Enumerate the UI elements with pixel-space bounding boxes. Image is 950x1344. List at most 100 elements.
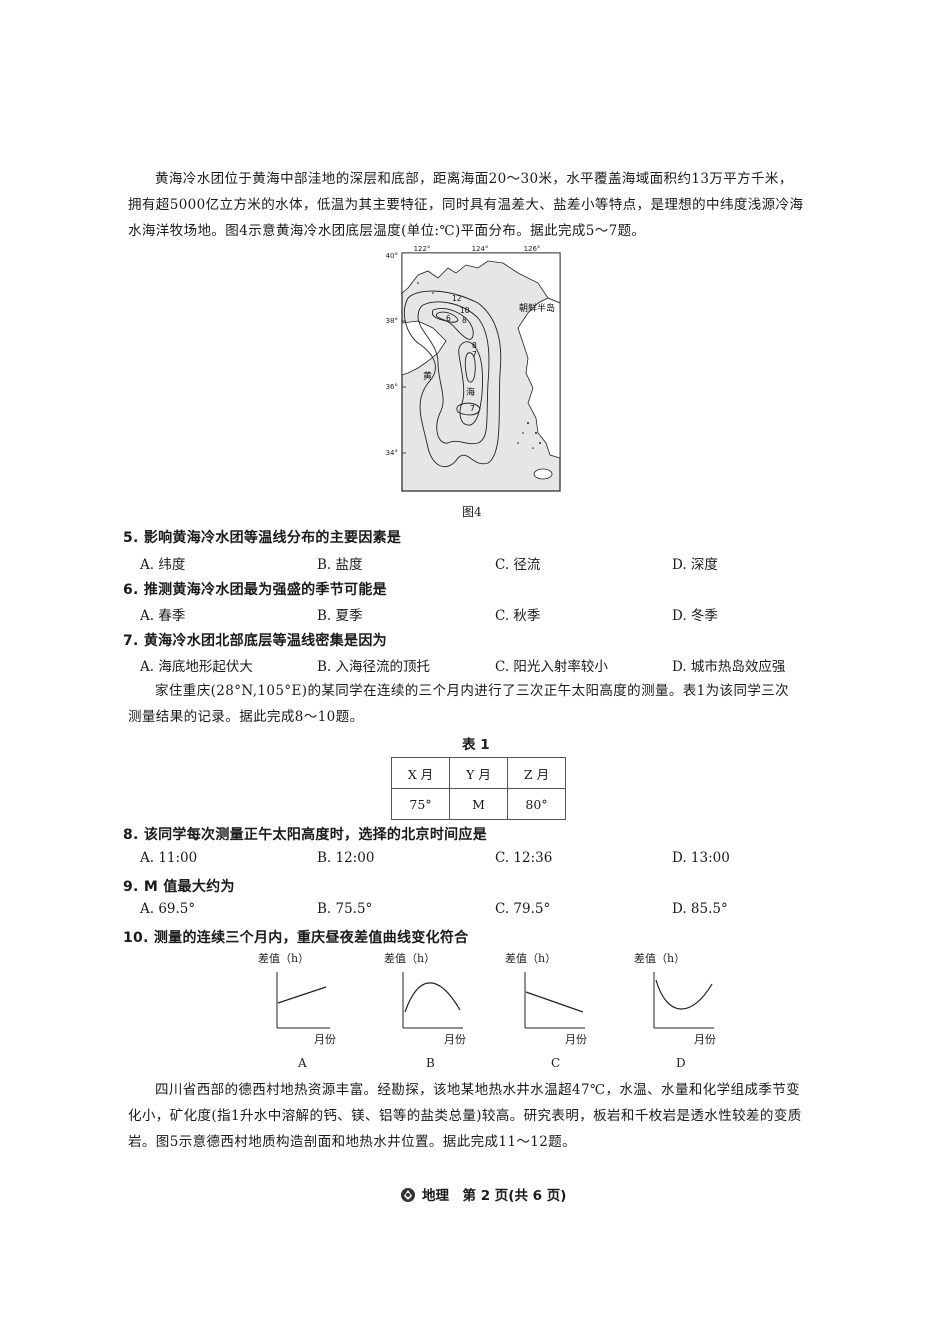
- q8-option-c[interactable]: C. 12:36: [495, 850, 553, 866]
- intro-paragraph-1: 黄海冷水团位于黄海中部洼地的深层和底部，距离海面20～30米，水平覆盖海域面积约…: [128, 166, 828, 244]
- intro3-line-2: 化小，矿化度(指1升水中溶解的钙、镁、铝等的盐类总量)较高。研究表明，板岩和千枚…: [128, 1108, 802, 1124]
- lat-label-38: 38°: [386, 317, 398, 325]
- lon-label-122: 122°: [414, 245, 431, 253]
- isotherm-7b: [456, 402, 481, 416]
- isotherm-label-6: 6: [446, 314, 451, 323]
- graph-c-xlabel: 月份: [565, 1033, 587, 1046]
- table-value-x: 75°: [391, 788, 450, 820]
- q6-option-b[interactable]: B. 夏季: [317, 608, 363, 624]
- q9-option-c[interactable]: C. 79.5°: [495, 901, 551, 917]
- region-label-korea: 朝鲜半岛: [519, 302, 555, 314]
- table-header-y: Y 月: [449, 757, 508, 789]
- table-value-y: M: [449, 788, 508, 820]
- q5-option-b[interactable]: B. 盐度: [317, 557, 363, 573]
- isotherm-10: [417, 301, 490, 445]
- q7-option-b[interactable]: B. 入海径流的顶托: [317, 659, 431, 675]
- graph-a-xlabel: 月份: [314, 1033, 336, 1046]
- q6-option-a[interactable]: A. 春季: [140, 608, 186, 624]
- question-6-options: A. 春季 B. 夏季 C. 秋季 D. 冬季: [140, 604, 840, 626]
- table-1: X 月 Y 月 Z 月 75° M 80°: [391, 757, 566, 820]
- graph-a-ylabel: 差值（h）: [258, 951, 309, 965]
- q7-option-d[interactable]: D. 城市热岛效应强: [672, 659, 786, 675]
- page-footer: 地理 第 2 页(共 6 页): [400, 1184, 566, 1204]
- isotherm-label-7b: 7: [470, 404, 475, 413]
- jeju-island: [533, 468, 553, 480]
- graph-c[interactable]: 差值（h） 月份 C: [503, 950, 633, 1080]
- table-header-z: Z 月: [507, 757, 566, 789]
- question-8-options: A. 11:00 B. 12:00 C. 12:36 D. 13:00: [140, 850, 840, 872]
- lat-label-36: 36°: [386, 383, 398, 391]
- figure-4-caption: 图4: [462, 505, 482, 519]
- isotherm-6: [435, 311, 459, 323]
- footer-text: 地理 第 2 页(共 6 页): [422, 1188, 567, 1204]
- question-5-options: A. 纬度 B. 盐度 C. 径流 D. 深度: [140, 553, 840, 575]
- isotherm-label-12: 12: [452, 294, 462, 303]
- graph-d-ylabel: 差值（h）: [634, 951, 685, 965]
- graph-d-letter: D: [676, 1056, 686, 1070]
- table-1-title: 表 1: [462, 737, 490, 753]
- graph-b[interactable]: 差值（h） 月份 B: [378, 950, 508, 1080]
- intro1-line-2: 拥有超5000亿立方米的水体，低温为其主要特征，同时具有温差大、盐差小等特点，是…: [128, 197, 804, 213]
- isotherm-8b: [458, 341, 483, 426]
- isotherm-label-10: 10: [460, 306, 470, 315]
- q6-option-d[interactable]: D. 冬季: [672, 608, 718, 624]
- q5-option-d[interactable]: D. 深度: [672, 557, 718, 573]
- lat-label-34: 34°: [386, 449, 398, 457]
- lon-label-126: 126°: [524, 245, 541, 253]
- sea-label-hai: 海: [466, 386, 475, 398]
- intro-paragraph-3: 四川省西部的德西村地热资源丰富。经勘探，该地某地热水井水温超47℃，水温、水量和…: [128, 1077, 828, 1155]
- isotherm-7a: [464, 352, 476, 383]
- q8-option-b[interactable]: B. 12:00: [317, 850, 375, 866]
- isotherm-8: [431, 308, 474, 340]
- graph-d-curve: [655, 979, 713, 1010]
- question-8-stem: 8. 该同学每次测量正午太阳高度时，选择的北京时间应是: [123, 827, 488, 843]
- sea-label-huang: 黄: [423, 370, 432, 382]
- graph-b-xlabel: 月份: [444, 1033, 466, 1046]
- graph-b-letter: B: [426, 1056, 435, 1070]
- graph-b-curve: [404, 982, 461, 1013]
- question-5-stem: 5. 影响黄海冷水团等温线分布的主要因素是: [123, 530, 402, 546]
- question-7-options: A. 海底地形起伏大 B. 入海径流的顶托 C. 阳光入射率较小 D. 城市热岛…: [140, 655, 840, 677]
- intro1-line-1: 黄海冷水团位于黄海中部洼地的深层和底部，距离海面20～30米，水平覆盖海域面积约…: [155, 171, 793, 187]
- table-value-z: 80°: [507, 788, 566, 820]
- table-value-row: 75° M 80°: [391, 788, 566, 820]
- question-9-stem: 9. M 值最大约为: [123, 879, 235, 895]
- intro2-line-2: 测量结果的记录。据此完成8～10题。: [128, 709, 364, 725]
- table-header-x: X 月: [391, 757, 450, 789]
- q9-option-b[interactable]: B. 75.5°: [317, 901, 373, 917]
- q7-option-c[interactable]: C. 阳光入射率较小: [495, 659, 608, 675]
- graph-c-curve: [525, 991, 584, 1013]
- graph-a[interactable]: 差值（h） 月份 A: [250, 950, 380, 1080]
- q9-option-a[interactable]: A. 69.5°: [140, 901, 196, 917]
- intro3-line-3: 岩。图5示意德西村地质构造剖面和地热水井位置。据此完成11～12题。: [128, 1134, 577, 1150]
- intro2-line-1: 家住重庆(28°N,105°E)的某同学在连续的三个月内进行了三次正午太阳高度的…: [155, 683, 790, 699]
- lon-label-124: 124°: [472, 245, 489, 253]
- intro3-line-1: 四川省西部的德西村地热资源丰富。经勘探，该地某地热水井水温超47℃，水温、水量和…: [155, 1082, 801, 1098]
- isotherm-label-7a: 7: [472, 350, 477, 359]
- land-korea: [517, 297, 561, 459]
- isotherm-label-8b: 8: [472, 341, 477, 350]
- q5-option-a[interactable]: A. 纬度: [140, 557, 186, 573]
- graph-c-ylabel: 差值（h）: [505, 951, 556, 965]
- graph-d[interactable]: 差值（h） 月份 D: [632, 950, 762, 1080]
- q8-option-a[interactable]: A. 11:00: [140, 850, 198, 866]
- graph-d-xlabel: 月份: [694, 1033, 716, 1046]
- q5-option-c[interactable]: C. 径流: [495, 557, 541, 573]
- question-7-stem: 7. 黄海冷水团北部底层等温线密集是因为: [123, 633, 387, 649]
- q7-option-a[interactable]: A. 海底地形起伏大: [140, 659, 253, 675]
- graph-a-curve: [277, 986, 327, 1004]
- graph-c-letter: C: [551, 1056, 560, 1070]
- isotherm-12: [404, 290, 502, 468]
- isotherm-label-8: 8: [462, 316, 467, 325]
- intro-paragraph-2: 家住重庆(28°N,105°E)的某同学在连续的三个月内进行了三次正午太阳高度的…: [128, 678, 828, 730]
- intro1-line-3: 水海洋牧场地。图4示意黄海冷水团底层温度(单位:℃)平面分布。据此完成5～7题。: [128, 223, 646, 239]
- q9-option-d[interactable]: D. 85.5°: [672, 901, 728, 917]
- q6-option-c[interactable]: C. 秋季: [495, 608, 541, 624]
- q8-option-d[interactable]: D. 13:00: [672, 850, 730, 866]
- figure-4-map: 122° 124° 126° 40° 38° 36° 34°: [386, 245, 561, 492]
- question-6-stem: 6. 推测黄海冷水团最为强盛的季节可能是: [123, 582, 387, 598]
- question-10-stem: 10. 测量的连续三个月内，重庆昼夜差值曲线变化符合: [123, 930, 469, 946]
- table-header-row: X 月 Y 月 Z 月: [391, 757, 566, 789]
- question-9-options: A. 69.5° B. 75.5° C. 79.5° D. 85.5°: [140, 901, 840, 923]
